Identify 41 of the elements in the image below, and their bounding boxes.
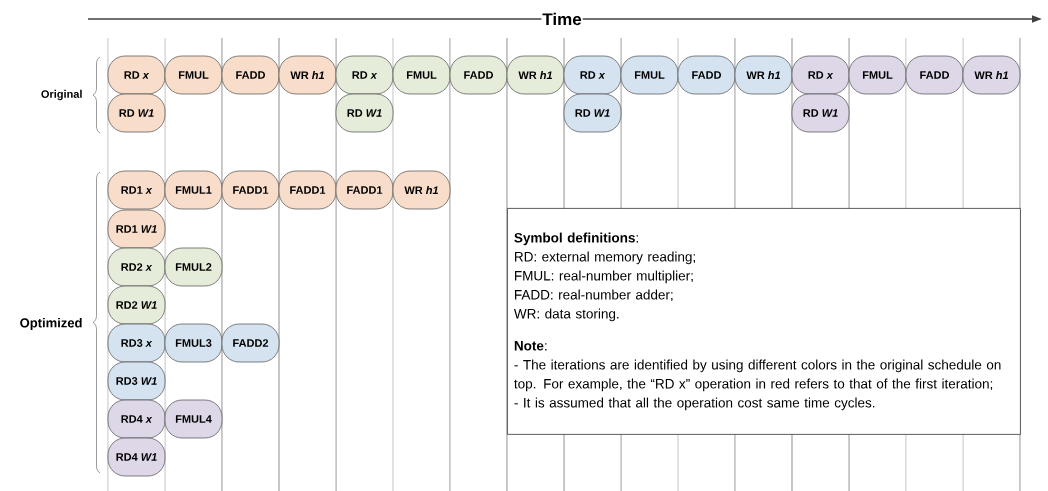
operation-pill: FADD1 (335, 170, 394, 210)
operation-pill: RD x (563, 55, 622, 95)
operation-pill: RD x (335, 55, 394, 95)
operation-pill: FADD (221, 55, 280, 95)
operation-pill: WR h1 (392, 170, 451, 210)
group-label: Optimized (20, 317, 82, 331)
note-box: Symbol definitions: RD: external memory reading; FMUL: real-number multiplier; FADD: real-number adder; WR: data storing. Note: - The iterations are identified by using different colors in the original schedule on top. For example, the “RD x” operation in red refers to that of the first iteration; - It is assumed that all the operation cost same time cycles. (507, 208, 1021, 435)
operation-pill: FMUL4 (164, 399, 223, 439)
operation-pill: RD1 x (107, 170, 166, 210)
operation-pill: RD W1 (563, 93, 622, 133)
operation-pill: RD3 W1 (107, 361, 166, 401)
operation-pill: RD W1 (335, 93, 394, 133)
operation-pill: FADD1 (278, 170, 337, 210)
operation-pill: RD3 x (107, 323, 166, 363)
operation-pill: FADD (677, 55, 736, 95)
operation-pill: FADD1 (221, 170, 280, 210)
operation-pill: FMUL (848, 55, 907, 95)
group-label: Original (41, 89, 82, 101)
operation-pill: FADD (449, 55, 508, 95)
operation-pill: FMUL3 (164, 323, 223, 363)
operation-pill: RD x (107, 55, 166, 95)
operation-pill: RD x (791, 55, 850, 95)
operation-pill: RD2 x (107, 247, 166, 287)
operation-pill: WR h1 (506, 55, 565, 95)
operation-pill: FADD2 (221, 323, 280, 363)
operation-pill: FMUL2 (164, 247, 223, 287)
operation-pill: WR h1 (278, 55, 337, 95)
operation-pill: FMUL (620, 55, 679, 95)
operation-pill: RD W1 (791, 93, 850, 133)
operation-pill: FMUL (392, 55, 451, 95)
operation-pill: RD W1 (107, 93, 166, 133)
operation-pill: RD1 W1 (107, 209, 166, 249)
operation-pill: FADD (905, 55, 964, 95)
axis-label: Time (541, 11, 583, 27)
operation-pill: WR h1 (962, 55, 1021, 95)
operation-pill: RD4 W1 (107, 437, 166, 477)
operation-pill: FMUL (164, 55, 223, 95)
operation-pill: WR h1 (734, 55, 793, 95)
operation-pill: RD2 W1 (107, 285, 166, 325)
operation-pill: FMUL1 (164, 170, 223, 210)
operation-pill: RD4 x (107, 399, 166, 439)
